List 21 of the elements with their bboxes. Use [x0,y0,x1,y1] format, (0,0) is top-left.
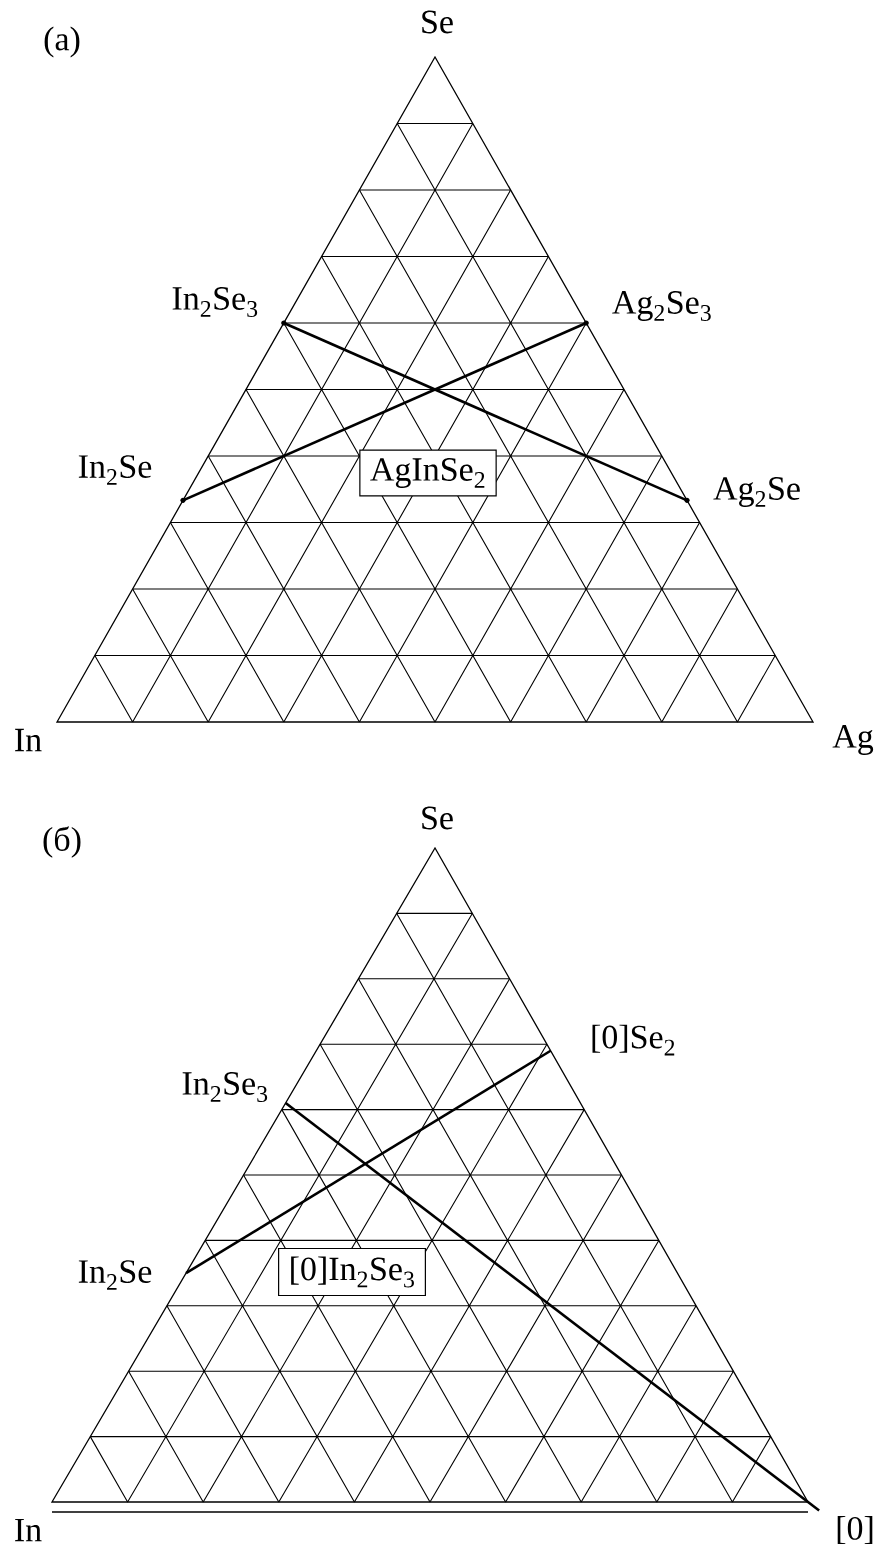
composition-label: In$_{2}$Se$_{3}$ [172,287,287,326]
panel-label: (a) [44,26,80,58]
composition-label: [0]Se$_{2}$ [592,1024,675,1056]
composition-label: Se [422,806,453,830]
composition-label: [0] [837,1515,873,1545]
composition-label: In$_{2}$Se [78,455,186,503]
composition-label: Ag$_{2}$Se [684,477,800,507]
composition-label: Se [422,10,453,34]
composition-label: In [15,1518,42,1542]
composition-label: In [15,728,42,752]
tie-line [283,321,688,502]
tie-line [284,1102,820,1512]
tie-line [185,1049,552,1275]
composition-label: Ag [832,725,874,755]
tie-line [182,321,587,502]
compound-box: [0]In$_{2}$Se$_{3}$ [278,1247,426,1297]
composition-label: Ag$_{2}$Se$_{3}$ [583,291,711,326]
compound-box: AgInSe$_{2}$ [359,449,497,497]
panel-label: (б) [43,826,81,858]
composition-label: In$_{2}$Se$_{3}$ [182,1072,268,1102]
composition-label: In$_{2}$Se [78,1260,152,1290]
